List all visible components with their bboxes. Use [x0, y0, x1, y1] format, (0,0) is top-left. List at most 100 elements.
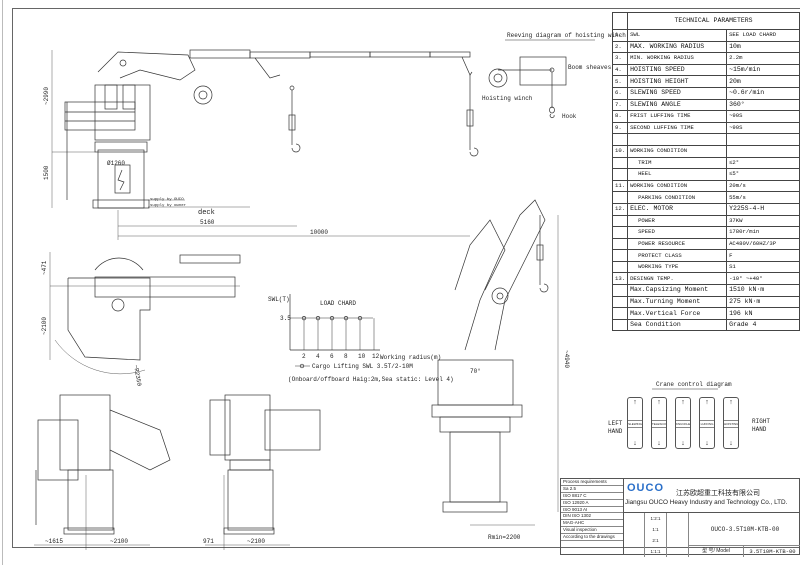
param-no — [611, 249, 629, 262]
param-value: ~15m/min — [726, 63, 800, 77]
param-value: SEE LOAD CHARD — [726, 29, 800, 42]
load-chart-xtick: 4 — [316, 353, 320, 360]
param-name: HEEL — [627, 168, 728, 181]
dim-pedestal-dia: Ø1260 — [107, 160, 125, 167]
param-value: F — [726, 249, 800, 262]
process-header: Process requirements — [561, 479, 623, 486]
ouco-logo: OUCO — [627, 482, 664, 494]
param-no: 8. — [611, 110, 629, 123]
param-value: 1510 kN·m — [726, 284, 800, 297]
dim-side-1615: ~1615 — [45, 538, 63, 545]
arrow-down-icon: ↓ — [729, 440, 733, 447]
lever-label: TELESCOPIC — [652, 420, 666, 428]
param-name: MAX. WORKING RADIUS — [627, 40, 728, 54]
front-view — [205, 394, 321, 550]
param-no — [611, 237, 629, 251]
arrow-up-icon: ↑ — [681, 399, 685, 406]
param-value: ~90S — [726, 121, 800, 135]
platform-railing — [64, 101, 136, 131]
model-value: 3.5T10M-KTB-00 — [749, 548, 796, 555]
param-name: WORKING TYPE — [627, 260, 728, 274]
param-value: 20m — [726, 75, 800, 88]
param-no — [611, 318, 629, 332]
arrow-down-icon: ↓ — [705, 440, 709, 447]
dim-rmin: Rmin=2200 — [488, 534, 521, 541]
scale-val: 1:1 — [652, 527, 659, 532]
plan-view — [49, 252, 241, 375]
control-title: Crane control diagram — [656, 381, 732, 388]
dim-front-2100: ~2100 — [247, 538, 265, 545]
param-value: 37KW — [726, 214, 800, 228]
parameter-row — [611, 133, 800, 146]
param-name: SLEWING SPEED — [627, 86, 728, 100]
param-value: 2.2m — [726, 52, 800, 65]
main-boom — [97, 51, 196, 81]
param-value: Grade 4 — [726, 318, 800, 332]
boom-sheaves-label: Boom sheaves — [568, 64, 612, 71]
process-row: ISO 9013 AI — [561, 507, 623, 514]
param-name: SLEWING ANGLE — [627, 98, 728, 112]
param-name: PROTECT CLASS — [627, 249, 728, 262]
param-no — [611, 168, 629, 181]
scale-val: 1:1:1 — [650, 549, 661, 554]
supply-ouco: supply by OUCO — [150, 197, 184, 202]
control-lever-knuckle: ↑KNUCKLE↓ — [675, 397, 691, 449]
param-value — [726, 144, 800, 158]
dim-pedestal-height: 1500 — [43, 165, 50, 180]
param-no: 7. — [611, 98, 629, 112]
dim-folded-height: ~4940 — [563, 350, 570, 368]
dim-5160: 5160 — [200, 219, 215, 226]
process-row: According to the drawings — [561, 534, 623, 542]
dim-plan-r2350: ~R2350 — [132, 364, 143, 387]
left-hand-2: HAND — [608, 428, 623, 435]
dim-10000: 10000 — [310, 229, 328, 236]
param-no: 11. — [611, 179, 629, 193]
param-name: ELEC. MOTOR — [627, 202, 728, 216]
dim-angle: 70° — [470, 368, 481, 375]
pedestal — [97, 149, 145, 209]
param-no: 6. — [611, 86, 629, 100]
parameter-row: TRIM≤2° — [611, 156, 800, 170]
parameter-row: 6.SLEWING SPEED~0.6r/min — [611, 86, 800, 100]
param-no: 2. — [611, 40, 629, 54]
table-title: TECHNICAL PARAMETERS — [627, 12, 800, 30]
hoisting-winch-label: Hoisting winch — [482, 95, 533, 102]
param-no: 9. — [611, 121, 629, 135]
param-value: 360° — [726, 98, 800, 112]
param-name: WORKING CONDITION — [627, 144, 728, 158]
param-value — [726, 133, 800, 146]
param-no — [611, 284, 629, 297]
param-name: Max.Vertical Force — [627, 307, 728, 320]
dim-height-total: ~2990 — [43, 87, 50, 105]
param-value: Y225S-4-H — [726, 202, 800, 216]
cabin — [94, 84, 151, 141]
param-no: 4. — [611, 63, 629, 77]
load-chart-point — [315, 316, 321, 321]
param-name — [627, 133, 728, 146]
param-no — [611, 191, 629, 204]
lever-label: SLEWING — [628, 420, 642, 428]
param-name: DESINGN TEMP. — [627, 272, 728, 286]
load-chart-note: (Onboard/offboard Haig:2m,Sea static: Le… — [288, 376, 454, 383]
param-no — [611, 156, 629, 170]
process-row: Visual inspection — [561, 527, 623, 535]
hook-label: Hook — [562, 113, 577, 120]
left-hand-1: LEFT — [608, 420, 623, 427]
param-name: Sea Condition — [627, 318, 728, 332]
drawing-frame — [12, 8, 800, 548]
load-chart-ytick: 3.5 — [280, 315, 291, 322]
reeving-diagram — [488, 39, 595, 118]
